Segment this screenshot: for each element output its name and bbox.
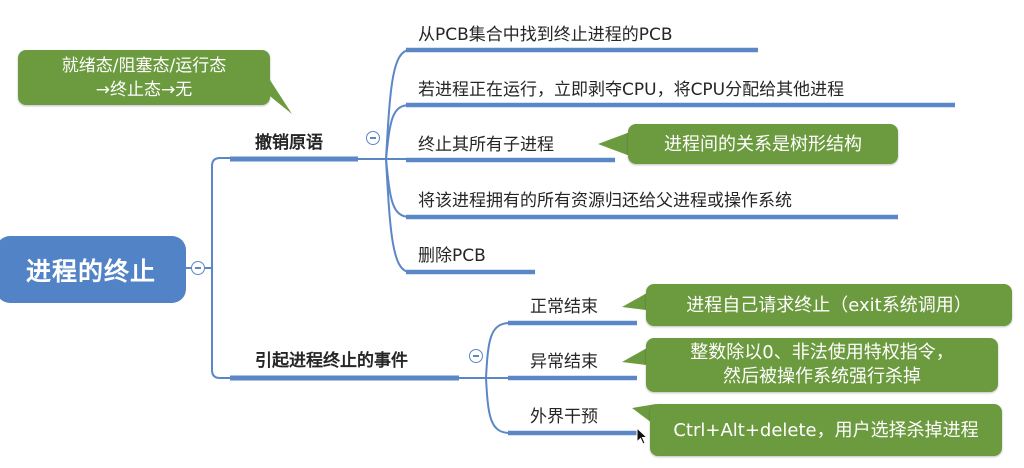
step-4-label: 将该进程拥有的所有资源归还给父进程或操作系统: [418, 191, 792, 211]
state-note-line1: 就绪态/阻塞态/运行态: [61, 55, 227, 76]
step-delete-pcb[interactable]: 删除PCB: [418, 241, 486, 266]
step-2-label: 若进程正在运行，立即剥夺CPU，将CPU分配给其他进程: [418, 80, 845, 100]
root-branch-connector: [211, 157, 232, 379]
root-label: 进程的终止: [25, 256, 156, 286]
step-terminate-children[interactable]: 终止其所有子进程: [418, 130, 554, 155]
mouse-cursor-icon: [636, 427, 649, 445]
event-1-label: 正常结束: [530, 297, 598, 317]
step-find-pcb[interactable]: 从PCB集合中找到终止进程的PCB: [418, 20, 673, 45]
abnormal-end-note: 整数除以0、非法使用特权指令， 然后被操作系统强行杀掉: [646, 338, 998, 392]
branch-1-label: 撤销原语: [255, 133, 323, 153]
external-intervention-note: Ctrl+Alt+delete，用户选择杀掉进程: [650, 404, 1002, 456]
branch-1-collapse-toggle[interactable]: [366, 131, 380, 145]
event-3-label: 外界干预: [530, 407, 598, 427]
abnormal-note-line1: 整数除以0、非法使用特权指令，: [690, 342, 954, 363]
event-curve-3: [485, 377, 511, 434]
child-curve-2: [385, 104, 411, 160]
event-normal-end[interactable]: 正常结束: [530, 292, 598, 317]
step-1-label: 从PCB集合中找到终止进程的PCB: [418, 25, 673, 45]
root-collapse-toggle[interactable]: [191, 261, 205, 275]
state-transition-note: 就绪态/阻塞态/运行态 →终止态→无: [18, 50, 270, 105]
external-note-text: Ctrl+Alt+delete，用户选择杀掉进程: [673, 419, 979, 441]
event-2-label: 异常结束: [530, 352, 598, 372]
state-note-tail: [250, 80, 292, 114]
normal-end-note-text: 进程自己请求终止（exit系统调用）: [686, 294, 972, 316]
tree-note-tail: [598, 132, 630, 156]
step-3-label: 终止其所有子进程: [418, 135, 554, 155]
step-5-label: 删除PCB: [418, 246, 486, 266]
branch-2-label: 引起进程终止的事件: [255, 351, 408, 371]
state-note-line2: →终止态→无: [95, 79, 193, 100]
step-revoke-cpu[interactable]: 若进程正在运行，立即剥夺CPU，将CPU分配给其他进程: [418, 75, 844, 100]
abnormal-note-line2: 然后被操作系统强行杀掉: [723, 366, 921, 387]
child-curve-5: [385, 158, 411, 273]
branch-termination-events[interactable]: 引起进程终止的事件: [255, 346, 408, 371]
normal-end-note: 进程自己请求终止（exit系统调用）: [646, 284, 1012, 326]
event-curve-1: [485, 322, 511, 379]
event-abnormal-end[interactable]: 异常结束: [530, 347, 598, 372]
event-external-intervention[interactable]: 外界干预: [530, 402, 598, 427]
step-return-resources[interactable]: 将该进程拥有的所有资源归还给父进程或操作系统: [418, 186, 792, 211]
child-curve-1: [385, 49, 411, 160]
branch-revoke-primitive[interactable]: 撤销原语: [255, 128, 323, 153]
branch-2-collapse-toggle[interactable]: [469, 349, 483, 363]
tree-note-text: 进程间的关系是树形结构: [664, 133, 862, 155]
tree-structure-note: 进程间的关系是树形结构: [628, 124, 898, 164]
root-node[interactable]: 进程的终止: [0, 236, 186, 303]
